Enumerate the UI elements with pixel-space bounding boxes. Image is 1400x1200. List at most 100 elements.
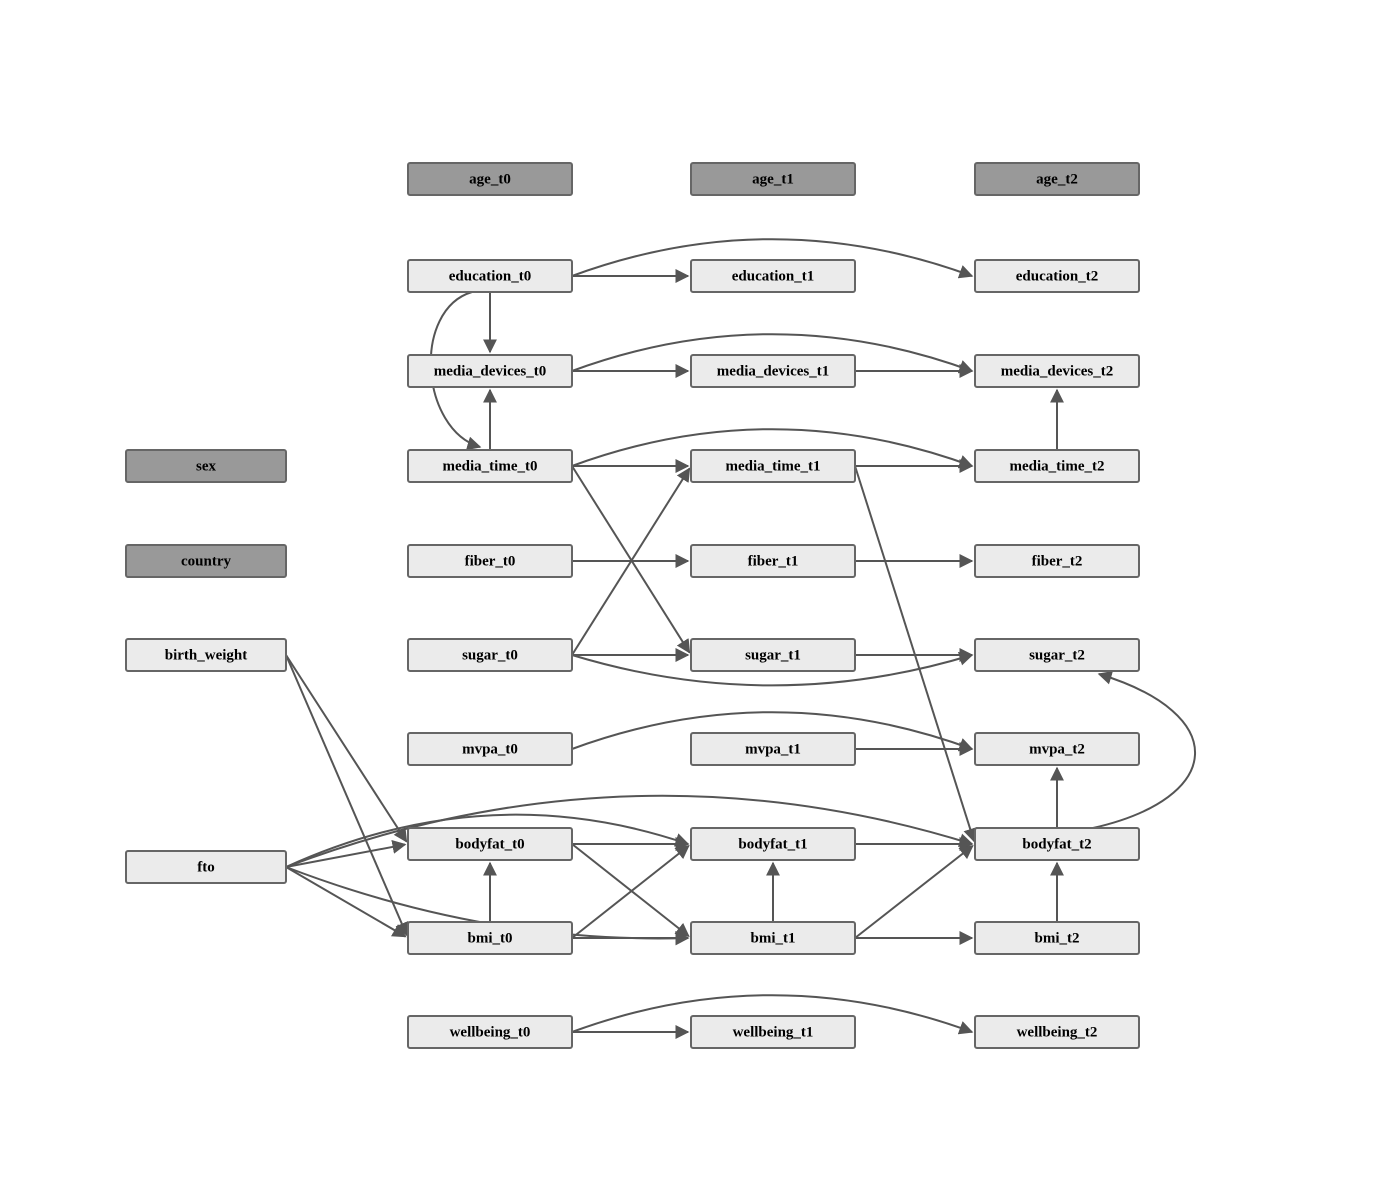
node-label-mvpa_t1: mvpa_t1 (745, 741, 801, 757)
node-box-bmi_t1[interactable] (690, 921, 856, 955)
edge-sugar_t0-to-sugar_t2 (571, 651, 974, 687)
edge-wellbeing_t0-to-wellbeing_t2 (571, 994, 974, 1035)
node-fto[interactable]: fto (125, 850, 287, 884)
node-box-bodyfat_t0[interactable] (407, 827, 573, 861)
node-box-birth_weight[interactable] (125, 638, 287, 672)
edge-media_time_t0-to-sugar_t1 (571, 465, 691, 654)
node-label-wellbeing_t2: wellbeing_t2 (1017, 1024, 1098, 1040)
node-box-education_t2[interactable] (974, 259, 1140, 293)
node-box-country[interactable] (125, 544, 287, 578)
edge-bodyfat_t0-to-bmi_t1 (571, 843, 690, 938)
node-mvpa_t2[interactable]: mvpa_t2 (974, 732, 1140, 766)
node-mvpa_t1[interactable]: mvpa_t1 (690, 732, 856, 766)
node-label-sex: sex (196, 458, 216, 474)
node-box-mvpa_t0[interactable] (407, 732, 573, 766)
node-label-bmi_t1: bmi_t1 (751, 930, 796, 946)
node-box-age_t2[interactable] (974, 162, 1140, 196)
node-label-wellbeing_t1: wellbeing_t1 (733, 1024, 814, 1040)
node-education_t0[interactable]: education_t0 (407, 259, 573, 293)
edge-fto-to-bmi_t0 (285, 866, 407, 938)
node-box-media_time_t2[interactable] (974, 449, 1140, 483)
node-label-fiber_t0: fiber_t0 (465, 553, 516, 569)
node-box-bodyfat_t2[interactable] (974, 827, 1140, 861)
node-box-mvpa_t2[interactable] (974, 732, 1140, 766)
node-box-education_t0[interactable] (407, 259, 573, 293)
node-box-fiber_t2[interactable] (974, 544, 1140, 578)
node-fiber_t1[interactable]: fiber_t1 (690, 544, 856, 578)
node-bodyfat_t1[interactable]: bodyfat_t1 (690, 827, 856, 861)
node-box-education_t1[interactable] (690, 259, 856, 293)
node-mvpa_t0[interactable]: mvpa_t0 (407, 732, 573, 766)
node-media_time_t0[interactable]: media_time_t0 (407, 449, 573, 483)
node-box-mvpa_t1[interactable] (690, 732, 856, 766)
node-sugar_t0[interactable]: sugar_t0 (407, 638, 573, 672)
edge-education_t0-to-education_t2 (571, 238, 974, 279)
node-sugar_t2[interactable]: sugar_t2 (974, 638, 1140, 672)
node-wellbeing_t0[interactable]: wellbeing_t0 (407, 1015, 573, 1049)
node-bmi_t0[interactable]: bmi_t0 (407, 921, 573, 955)
node-box-age_t1[interactable] (690, 162, 856, 196)
node-label-fiber_t1: fiber_t1 (748, 553, 799, 569)
node-age_t0[interactable]: age_t0 (407, 162, 573, 196)
edge-fto-to-bodyfat_t1 (285, 813, 690, 868)
node-box-media_devices_t0[interactable] (407, 354, 573, 388)
node-media_time_t1[interactable]: media_time_t1 (690, 449, 856, 483)
node-box-wellbeing_t2[interactable] (974, 1015, 1140, 1049)
node-bodyfat_t2[interactable]: bodyfat_t2 (974, 827, 1140, 861)
node-box-bmi_t0[interactable] (407, 921, 573, 955)
node-box-sugar_t0[interactable] (407, 638, 573, 672)
node-box-fiber_t0[interactable] (407, 544, 573, 578)
node-label-country: country (181, 553, 231, 569)
edge-media_time_t0-to-media_time_t2 (571, 428, 974, 469)
node-media_devices_t1[interactable]: media_devices_t1 (690, 354, 856, 388)
node-wellbeing_t2[interactable]: wellbeing_t2 (974, 1015, 1140, 1049)
node-fiber_t0[interactable]: fiber_t0 (407, 544, 573, 578)
node-box-age_t0[interactable] (407, 162, 573, 196)
node-bodyfat_t0[interactable]: bodyfat_t0 (407, 827, 573, 861)
edge-sugar_t0-to-media_time_t1 (571, 467, 691, 656)
node-media_time_t2[interactable]: media_time_t2 (974, 449, 1140, 483)
node-bmi_t2[interactable]: bmi_t2 (974, 921, 1140, 955)
node-sex[interactable]: sex (125, 449, 287, 483)
node-box-bmi_t2[interactable] (974, 921, 1140, 955)
edge-birth_weight-to-bodyfat_t0 (285, 654, 408, 843)
node-box-wellbeing_t1[interactable] (690, 1015, 856, 1049)
node-label-bmi_t0: bmi_t0 (468, 930, 513, 946)
node-box-wellbeing_t0[interactable] (407, 1015, 573, 1049)
node-sugar_t1[interactable]: sugar_t1 (690, 638, 856, 672)
node-box-fto[interactable] (125, 850, 287, 884)
node-label-sugar_t0: sugar_t0 (462, 647, 518, 663)
node-wellbeing_t1[interactable]: wellbeing_t1 (690, 1015, 856, 1049)
node-box-sugar_t1[interactable] (690, 638, 856, 672)
node-layer: age_t0 age_t1 age_t2 education_t0 education_… (125, 162, 1140, 1049)
node-age_t1[interactable]: age_t1 (690, 162, 856, 196)
node-label-bmi_t2: bmi_t2 (1035, 930, 1080, 946)
edge-bmi_t0-to-bodyfat_t1 (571, 844, 690, 939)
node-box-fiber_t1[interactable] (690, 544, 856, 578)
node-box-media_time_t0[interactable] (407, 449, 573, 483)
node-box-media_devices_t1[interactable] (690, 354, 856, 388)
node-box-media_time_t1[interactable] (690, 449, 856, 483)
edge-layer (285, 238, 1196, 1039)
node-fiber_t2[interactable]: fiber_t2 (974, 544, 1140, 578)
node-education_t1[interactable]: education_t1 (690, 259, 856, 293)
node-label-bodyfat_t2: bodyfat_t2 (1022, 836, 1091, 852)
node-label-media_time_t1: media_time_t1 (726, 458, 821, 474)
node-box-media_devices_t2[interactable] (974, 354, 1140, 388)
node-media_devices_t2[interactable]: media_devices_t2 (974, 354, 1140, 388)
edge-mvpa_t0-to-mvpa_t2 (571, 711, 974, 752)
node-country[interactable]: country (125, 544, 287, 578)
node-label-age_t1: age_t1 (752, 171, 794, 187)
node-media_devices_t0[interactable]: media_devices_t0 (407, 354, 573, 388)
node-box-sex[interactable] (125, 449, 287, 483)
node-birth_weight[interactable]: birth_weight (125, 638, 287, 672)
node-bmi_t1[interactable]: bmi_t1 (690, 921, 856, 955)
node-age_t2[interactable]: age_t2 (974, 162, 1140, 196)
edge-bodyfat_t2-to-sugar_t2 (1092, 670, 1196, 829)
node-box-bodyfat_t1[interactable] (690, 827, 856, 861)
node-education_t2[interactable]: education_t2 (974, 259, 1140, 293)
node-box-sugar_t2[interactable] (974, 638, 1140, 672)
node-label-sugar_t1: sugar_t1 (745, 647, 801, 663)
node-label-education_t2: education_t2 (1016, 268, 1099, 284)
node-label-media_devices_t2: media_devices_t2 (1001, 363, 1113, 379)
